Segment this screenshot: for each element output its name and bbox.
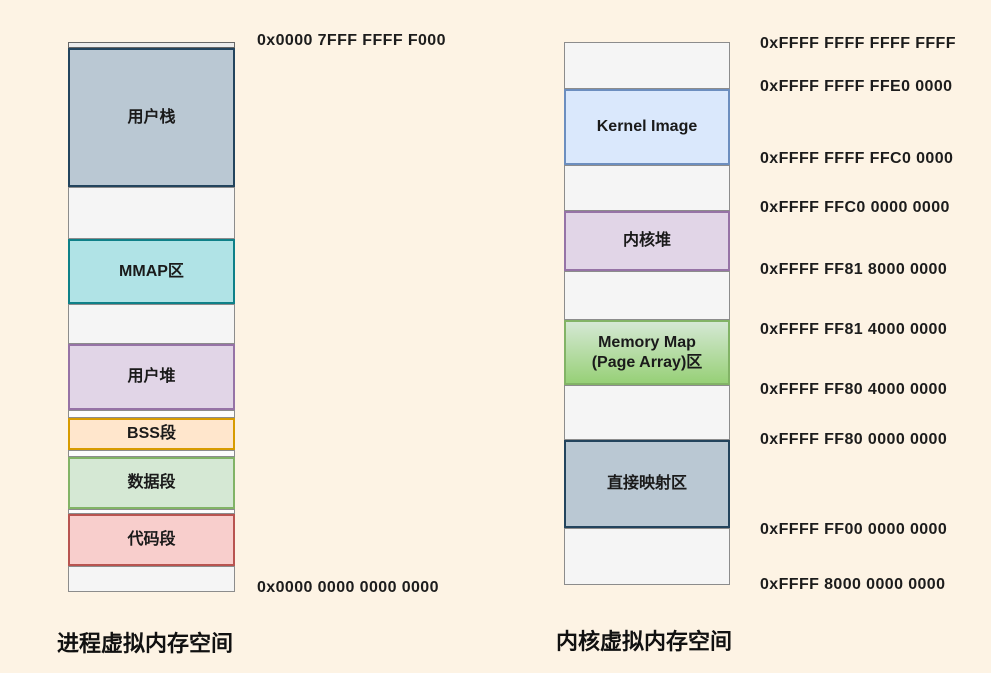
block-gap-strip (68, 410, 235, 418)
block-empty-block (68, 566, 235, 592)
address-label: 0x0000 7FFF FFFF F000 (257, 32, 446, 49)
address-label: 0xFFFF FF00 0000 0000 (760, 521, 948, 538)
process-memory-column: 用户栈 MMAP区用户堆 BSS段数据段代码段 (68, 42, 235, 592)
code-segment-label: 代码段 (127, 531, 176, 549)
kernel-memory-column: Kernel Image 内核堆 Memory Map (Page Array)区直… (564, 42, 730, 585)
address-label: 0x0000 0000 0000 0000 (257, 579, 439, 596)
address-label: 0xFFFF FFC0 0000 0000 (760, 199, 950, 216)
block-user-stack: 用户栈 (68, 48, 235, 187)
process-memory-caption: 进程虚拟内存空间 (57, 631, 234, 656)
block-empty-block (68, 187, 235, 239)
block-kernel-image: Kernel Image (564, 89, 730, 165)
kernel-image-label: Kernel Image (596, 118, 698, 136)
address-label: 0xFFFF FFFF FFFF FFFF (760, 35, 956, 52)
block-bss-segment: BSS段 (68, 418, 235, 450)
address-label: 0xFFFF FFFF FFE0 0000 (760, 78, 953, 95)
block-gap-strip-top (68, 42, 235, 48)
block-gap-strip (68, 509, 235, 514)
block-code-segment: 代码段 (68, 514, 235, 566)
block-empty-block (564, 271, 730, 320)
block-data-segment: 数据段 (68, 457, 235, 509)
kernel-memory-caption: 内核虚拟内存空间 (556, 629, 733, 654)
block-empty-block (68, 304, 235, 344)
block-kernel-heap: 内核堆 (564, 211, 730, 271)
address-label: 0xFFFF FF80 0000 0000 (760, 431, 948, 448)
block-mmap-region: MMAP区 (68, 239, 235, 304)
direct-mapping-region-label: 直接映射区 (606, 475, 687, 493)
block-direct-mapping-region: 直接映射区 (564, 440, 730, 528)
block-empty-block (564, 165, 730, 211)
address-label: 0xFFFF FF80 4000 0000 (760, 381, 948, 398)
bss-segment-label: BSS段 (127, 425, 176, 443)
block-empty-block (564, 528, 730, 585)
address-label: 0xFFFF FF81 4000 0000 (760, 321, 948, 338)
memory-map-region-label: Memory Map (Page Array)区 (591, 334, 703, 371)
block-empty-block (564, 42, 730, 89)
address-label: 0xFFFF FF81 8000 0000 (760, 261, 948, 278)
mmap-region-label: MMAP区 (119, 262, 184, 280)
block-user-heap: 用户堆 (68, 344, 235, 410)
address-label: 0xFFFF 8000 0000 0000 (760, 576, 946, 593)
user-stack-label: 用户栈 (127, 108, 176, 126)
block-gap-strip (68, 450, 235, 457)
kernel-heap-label: 内核堆 (622, 232, 671, 250)
block-memory-map-region: Memory Map (Page Array)区 (564, 320, 730, 385)
data-segment-label: 数据段 (127, 474, 176, 492)
block-empty-block (564, 385, 730, 440)
address-label: 0xFFFF FFFF FFC0 0000 (760, 150, 954, 167)
user-heap-label: 用户堆 (127, 368, 176, 386)
